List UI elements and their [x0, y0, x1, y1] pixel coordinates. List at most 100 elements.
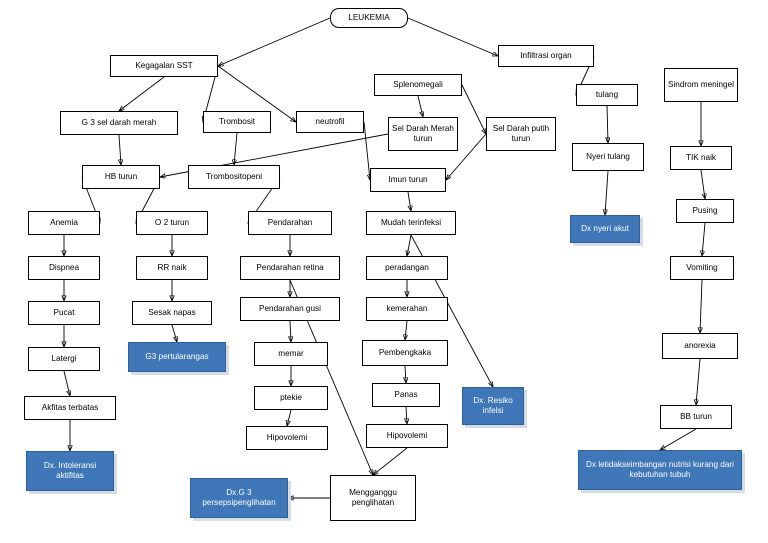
node-dispnea[interactable]: Dispnea — [28, 256, 100, 280]
node-label: Hipovolemi — [386, 431, 428, 440]
node-vomiting[interactable]: Vomiting — [670, 256, 734, 280]
edge-leukemia-to-infiltrasi — [407, 17, 498, 57]
node-pendarahangusi[interactable]: Pendarahan gusi — [240, 297, 340, 321]
node-pucat[interactable]: Pucat — [28, 301, 100, 325]
node-kemerahan[interactable]: kemerahan — [366, 297, 448, 321]
node-ptekie[interactable]: ptekie — [254, 386, 328, 410]
node-rrnaik[interactable]: RR naik — [136, 256, 208, 280]
node-hbturun[interactable]: HB turun — [82, 165, 160, 189]
node-pusing[interactable]: Pusing — [676, 199, 734, 223]
edge-neutrofil-to-imunturun — [363, 121, 370, 180]
node-pendarahanretina[interactable]: Pendarahan retina — [240, 256, 340, 280]
node-bbturun[interactable]: BB turun — [660, 405, 732, 429]
node-label: LEUKEMIA — [348, 13, 390, 22]
edge-tulang-to-nyeritulang — [607, 105, 608, 143]
edge-kemerahan-to-pembengkaka — [405, 320, 407, 340]
node-label: Anemia — [50, 218, 78, 227]
edge-pendarahangusi-to-memar — [290, 320, 291, 342]
node-hipovolemi2[interactable]: Hipovolemi — [366, 424, 448, 448]
edge-leukemia-to-kegagalan — [218, 17, 331, 66]
node-panas[interactable]: Panas — [372, 383, 440, 407]
edge-g3sel-to-hbturun — [119, 134, 121, 165]
node-label: G3 pertularangas — [145, 352, 209, 361]
node-memar[interactable]: memar — [254, 342, 328, 366]
node-trombosit[interactable]: Trombosit — [203, 111, 271, 133]
node-o2turun[interactable]: O 2 turun — [136, 211, 208, 235]
node-label: RR naik — [157, 263, 187, 272]
edge-vomiting-to-anorexia — [700, 279, 702, 333]
node-sindrom[interactable]: Sindrom meningel — [664, 68, 738, 102]
edge-seldarahputih-to-imunturun — [446, 133, 487, 180]
node-mudahterinfeksi[interactable]: Mudah terinfeksi — [366, 211, 456, 235]
node-kegagalan[interactable]: Kegagalan SST — [110, 55, 218, 77]
node-dxnyeri[interactable]: Dx nyeri akut — [570, 215, 640, 243]
node-label: Trombosit — [218, 117, 256, 126]
node-label: G 3 sel darah merah — [81, 118, 157, 127]
edge-bbturun-to-dxletidaksei — [660, 428, 697, 450]
node-trombositopeni[interactable]: Trombositopeni — [188, 165, 280, 189]
node-mengganggu[interactable]: Mengganggu penglihatan — [330, 475, 416, 521]
node-tulang[interactable]: tulang — [576, 84, 638, 106]
node-imunturun[interactable]: Imun turun — [370, 168, 446, 192]
node-label: Dx.G 3 persepsipenglihatan — [202, 488, 276, 507]
node-hipovolemi1[interactable]: Hipovolemi — [246, 426, 328, 450]
node-dxintoleransi[interactable]: Dx. Intoleransi aktifitas — [26, 451, 114, 491]
node-sesaknapas[interactable]: Sesak napas — [132, 301, 212, 325]
node-label: Dx letidakseimbangan nutrisi kurang dari… — [586, 460, 734, 479]
node-label: Sindrom meningel — [668, 80, 734, 89]
node-latergi[interactable]: Latergi — [28, 347, 100, 371]
node-label: Latergi — [51, 354, 77, 363]
node-g3sel[interactable]: G 3 sel darah merah — [60, 111, 178, 135]
edge-splenomegali-to-seldarahmerah — [417, 95, 423, 117]
node-g3pertularangas[interactable]: G3 pertularangas — [128, 342, 226, 372]
node-label: Dx. Intoleransi aktifitas — [43, 461, 97, 480]
node-label: Hipovolemi — [266, 433, 308, 442]
edge-trombosit-to-trombositopeni — [234, 132, 238, 165]
node-label: Mudah terinfeksi — [380, 218, 442, 227]
edge-kegagalan-to-neutrofil — [217, 65, 296, 122]
node-label: memar — [278, 349, 304, 358]
node-peradangan[interactable]: peradangan — [366, 256, 448, 280]
edge-sesaknapas-to-g3pertularangas — [171, 324, 177, 342]
node-anemia[interactable]: Anemia — [28, 211, 100, 235]
node-dxg3persepsi[interactable]: Dx.G 3 persepsipenglihatan — [190, 478, 288, 518]
node-label: Pendarahan — [267, 218, 313, 227]
node-akfitasterbatas[interactable]: Akfitas terbatas — [24, 396, 116, 420]
node-splenomegali[interactable]: Splenomegali — [374, 74, 462, 96]
node-label: Dx. Resiko infelsi — [473, 396, 513, 415]
node-label: Pusing — [692, 206, 718, 215]
node-label: BB turun — [680, 412, 712, 421]
node-nyeritulang[interactable]: Nyeri tulang — [572, 143, 644, 171]
node-pembengkaka[interactable]: Pembengkaka — [362, 340, 448, 366]
node-pendarahan[interactable]: Pendarahan — [248, 211, 332, 235]
edge-mudahterinfeksi-to-peradangan — [407, 234, 412, 256]
edge-latergi-to-akfitasterbatas — [63, 370, 70, 396]
node-label: Pendarahan gusi — [259, 304, 321, 313]
edge-anorexia-to-bbturun — [696, 358, 701, 405]
node-tiknaik[interactable]: TIK naik — [670, 146, 732, 170]
node-seldarahputih[interactable]: Sel Darah putih turun — [486, 117, 556, 151]
node-neutrofil[interactable]: neutrofil — [296, 111, 364, 133]
node-label: Imun turun — [388, 175, 428, 184]
node-label: Pucat — [53, 308, 75, 317]
node-label: Vomiting — [686, 263, 718, 272]
node-dxresiko[interactable]: Dx. Resiko infelsi — [462, 387, 524, 425]
edge-pusing-to-vomiting — [702, 222, 706, 256]
node-label: Panas — [394, 390, 418, 399]
node-label: TIK naik — [685, 153, 717, 162]
node-label: peradangan — [385, 263, 429, 272]
node-leukemia[interactable]: LEUKEMIA — [330, 8, 408, 28]
node-label: Infiltrasi organ — [520, 51, 572, 60]
node-seldarahmerah[interactable]: Sel Darah Merah turun — [388, 117, 458, 151]
node-label: Sel Darah Merah turun — [392, 124, 454, 143]
node-label: O 2 turun — [154, 218, 190, 227]
node-anorexia[interactable]: anorexia — [662, 333, 738, 359]
node-label: HB turun — [104, 172, 138, 181]
node-label: Sesak napas — [148, 308, 196, 317]
node-dxletidaksei[interactable]: Dx letidakseimbangan nutrisi kurang dari… — [578, 450, 742, 490]
node-label: neutrofil — [315, 117, 345, 126]
node-label: tulang — [595, 90, 619, 99]
node-infiltrasi[interactable]: Infiltrasi organ — [498, 45, 594, 67]
node-label: ptekie — [280, 393, 302, 402]
